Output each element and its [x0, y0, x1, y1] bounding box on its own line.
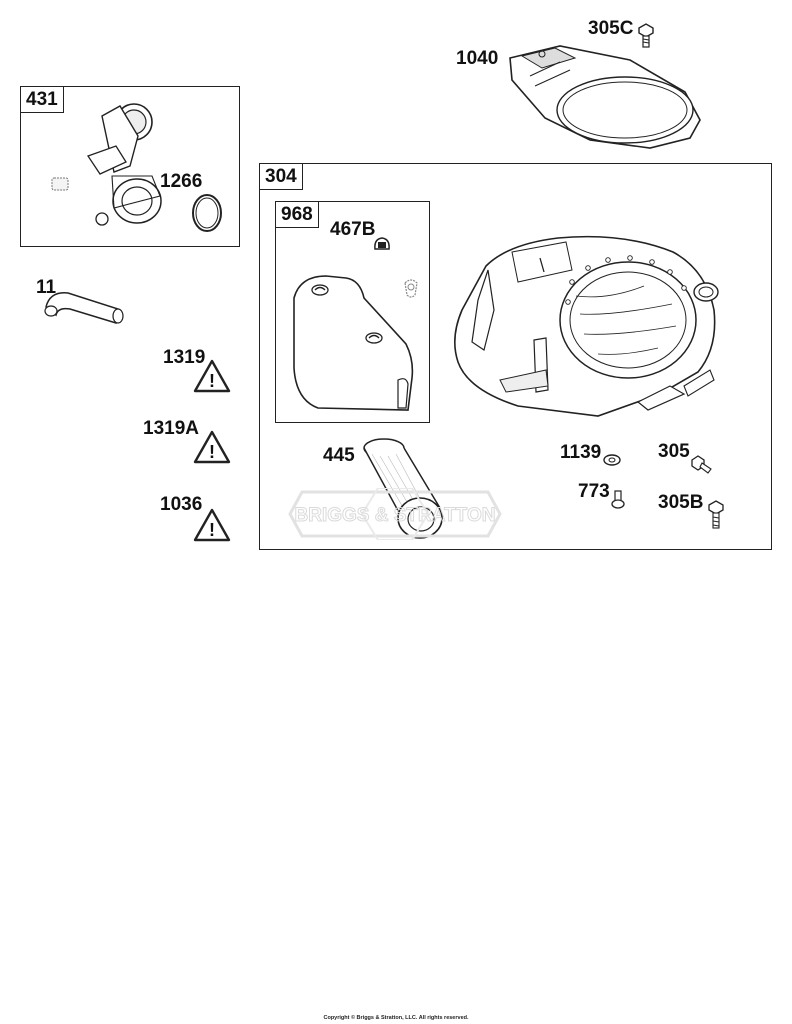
washer-1139-illustration [603, 454, 621, 466]
blower-cover-illustration [509, 45, 701, 149]
warning-icon: ! [193, 430, 231, 464]
hose-11-illustration [44, 292, 124, 324]
o-ring-1266-illustration [192, 194, 222, 232]
label-968[interactable]: 968 [275, 201, 319, 228]
air-cleaner-cover-illustration [293, 275, 414, 411]
label-1319[interactable]: 1319 [163, 347, 206, 368]
warning-glyph: ! [209, 371, 215, 391]
label-1036[interactable]: 1036 [160, 494, 203, 515]
group-304-box: 304 [259, 163, 772, 550]
label-1040[interactable]: 1040 [456, 48, 499, 69]
label-773[interactable]: 773 [578, 481, 610, 502]
bolt-305c-illustration [638, 23, 654, 48]
label-11[interactable]: 11 [36, 277, 57, 298]
pin-773-illustration [611, 490, 625, 509]
intake-elbow-illustration [51, 103, 162, 226]
brand-watermark: BRIGGS & STRATTON [288, 488, 502, 540]
air-filter-445-illustration [363, 438, 443, 539]
label-305b[interactable]: 305B [658, 492, 704, 513]
label-1139[interactable]: 1139 [560, 442, 602, 463]
watermark-text: BRIGGS & STRATTON [295, 505, 496, 526]
label-305[interactable]: 305 [658, 441, 690, 462]
label-1266[interactable]: 1266 [160, 171, 203, 192]
warning-icon: ! [193, 359, 231, 393]
label-1319a[interactable]: 1319A [143, 418, 199, 439]
label-305c[interactable]: 305C [588, 18, 634, 39]
group-431-box: 431 [20, 86, 240, 247]
warning-glyph: ! [209, 442, 215, 462]
label-445[interactable]: 445 [323, 445, 355, 466]
label-467b[interactable]: 467B [330, 219, 376, 240]
fastener-illustration [404, 279, 418, 298]
bolt-305b-illustration [708, 500, 724, 529]
clip-467b-illustration [374, 237, 390, 250]
copyright-footer: Copyright © Briggs & Stratton, LLC. All … [323, 1015, 469, 1021]
bolt-305-illustration [691, 455, 712, 474]
warning-glyph: ! [209, 520, 215, 540]
group-968-box: 968 [275, 201, 430, 423]
blower-housing-illustration [454, 235, 719, 417]
warning-icon: ! [193, 508, 231, 542]
label-431[interactable]: 431 [20, 86, 64, 113]
label-304[interactable]: 304 [259, 163, 303, 190]
